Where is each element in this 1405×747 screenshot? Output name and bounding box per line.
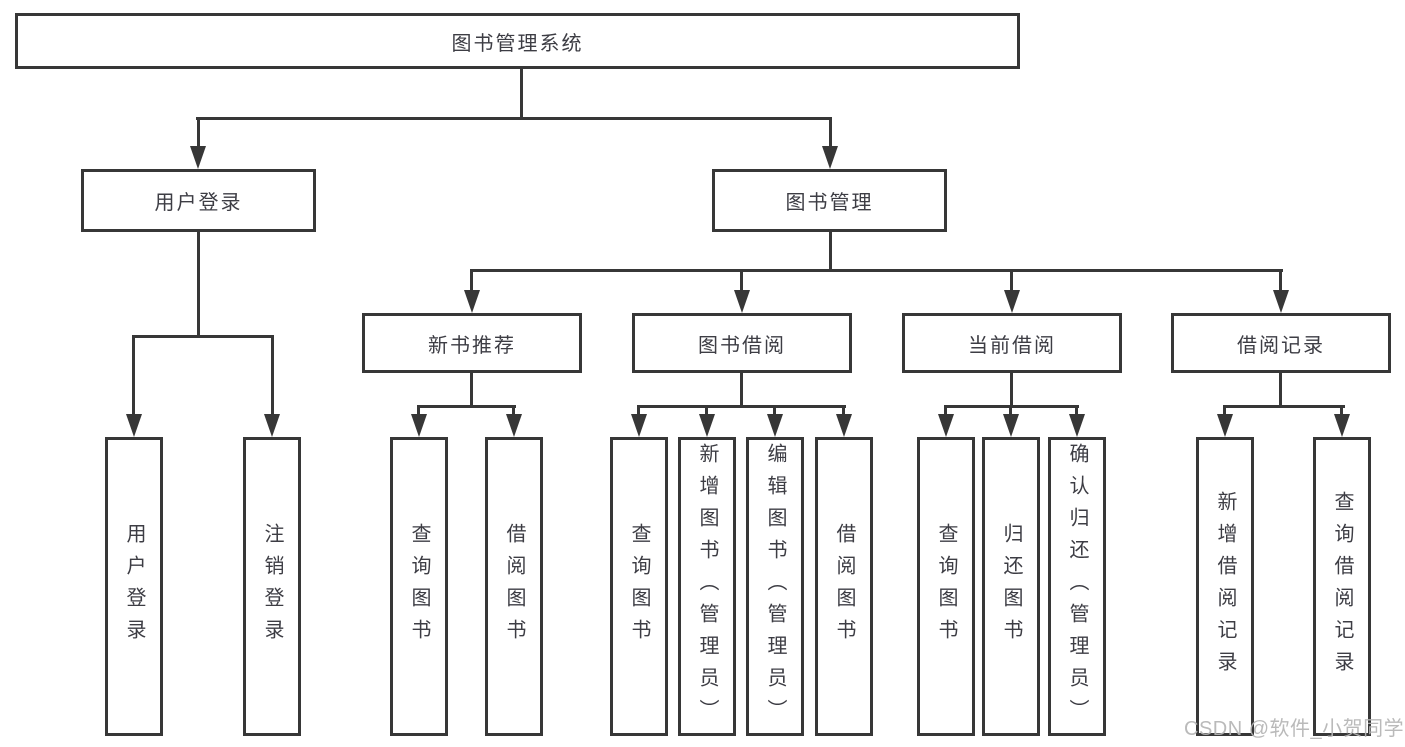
leaf-label: 确认归还（管理员） [1066,442,1088,731]
arrowhead-icon [631,414,647,437]
leaf-label: 查询图书 [628,522,650,651]
connector-vline [1340,405,1343,417]
connector-vline [1223,405,1226,417]
arrowhead-icon [1217,414,1233,437]
arrowhead-icon [1004,290,1020,313]
node-current-borrowing: 当前借阅 [902,313,1122,373]
arrowhead-icon [938,414,954,437]
connector-vline [520,67,523,119]
leaf-recommend-borrow-books: 借阅图书 [485,437,543,736]
arrowhead-icon [1334,414,1350,437]
node-label: 图书借阅 [698,334,786,357]
leaf-label: 编辑图书（管理员） [764,442,786,731]
connector-hline [637,405,846,408]
connector-vline [705,405,708,417]
node-book-borrowing: 图书借阅 [632,313,852,373]
arrowhead-icon [1003,414,1019,437]
connector-vline [1279,371,1282,408]
arrowhead-icon [699,414,715,437]
arrowhead-icon [1069,414,1085,437]
connector-vline [1075,405,1078,417]
connector-hline [132,335,274,338]
node-borrowing-records: 借阅记录 [1171,313,1391,373]
node-label: 借阅记录 [1237,334,1325,357]
connector-vline [1010,371,1013,408]
connector-vline [197,230,200,337]
leaf-label: 查询图书 [408,522,430,651]
connector-vline [1279,269,1282,292]
connector-vline [773,405,776,417]
leaf-borrowing-add-books-admin: 新增图书（管理员） [678,437,736,736]
connector-vline [132,335,135,416]
arrowhead-icon [1273,290,1289,313]
leaf-recommend-query-books: 查询图书 [390,437,448,736]
leaf-label: 借阅图书 [503,522,525,651]
connector-vline [271,335,274,416]
connector-vline [1010,269,1013,292]
connector-vline [470,371,473,408]
connector-vline [842,405,845,417]
leaf-label: 查询图书 [935,522,957,651]
leaf-label: 归还图书 [1000,522,1022,651]
leaf-borrowing-borrow-books: 借阅图书 [815,437,873,736]
connector-hline [470,269,1283,272]
connector-vline [637,405,640,417]
arrowhead-icon [506,414,522,437]
leaf-borrowing-edit-books-admin: 编辑图书（管理员） [746,437,804,736]
connector-hline [1223,405,1345,408]
node-label: 图书管理系统 [451,32,584,55]
connector-hline [196,117,832,120]
leaf-label: 用户登录 [123,522,145,651]
leaf-label: 新增图书（管理员） [696,442,718,731]
arrowhead-icon [734,290,750,313]
connector-vline [512,405,515,417]
arrowhead-icon [767,414,783,437]
node-user-login: 用户登录 [81,169,316,232]
node-label: 新书推荐 [428,334,516,357]
leaf-label: 借阅图书 [833,522,855,651]
connector-vline [740,371,743,408]
node-label: 图书管理 [785,192,874,214]
arrowhead-icon [464,290,480,313]
connector-vline [197,117,200,148]
leaf-records-add-record: 新增借阅记录 [1196,437,1254,736]
csdn-watermark: CSDN @软件_小贺同学 [1184,718,1405,740]
connector-vline [470,269,473,292]
arrowhead-icon [126,414,142,437]
connector-vline [829,230,832,272]
connector-vline [944,405,947,417]
leaf-records-query-record: 查询借阅记录 [1313,437,1371,736]
leaf-label: 注销登录 [261,522,283,651]
node-library-system: 图书管理系统 [15,13,1020,69]
connector-vline [740,269,743,292]
connector-vline [1009,405,1012,417]
connector-hline [417,405,516,408]
leaf-label: 新增借阅记录 [1214,490,1236,683]
arrowhead-icon [822,146,838,169]
arrowhead-icon [190,146,206,169]
leaf-label: 查询借阅记录 [1331,490,1353,683]
leaf-user-login: 用户登录 [105,437,163,736]
leaf-borrowing-query-books: 查询图书 [610,437,668,736]
arrowhead-icon [836,414,852,437]
leaf-current-query-books: 查询图书 [917,437,975,736]
leaf-current-confirm-return-admin: 确认归还（管理员） [1048,437,1106,736]
node-new-book-recommend: 新书推荐 [362,313,582,373]
connector-vline [417,405,420,417]
node-label: 用户登录 [154,192,243,214]
node-label: 当前借阅 [968,334,1056,357]
connector-vline [829,117,832,148]
leaf-logout: 注销登录 [243,437,301,736]
arrowhead-icon [411,414,427,437]
node-book-management: 图书管理 [712,169,947,232]
leaf-current-return-books: 归还图书 [982,437,1040,736]
arrowhead-icon [264,414,280,437]
